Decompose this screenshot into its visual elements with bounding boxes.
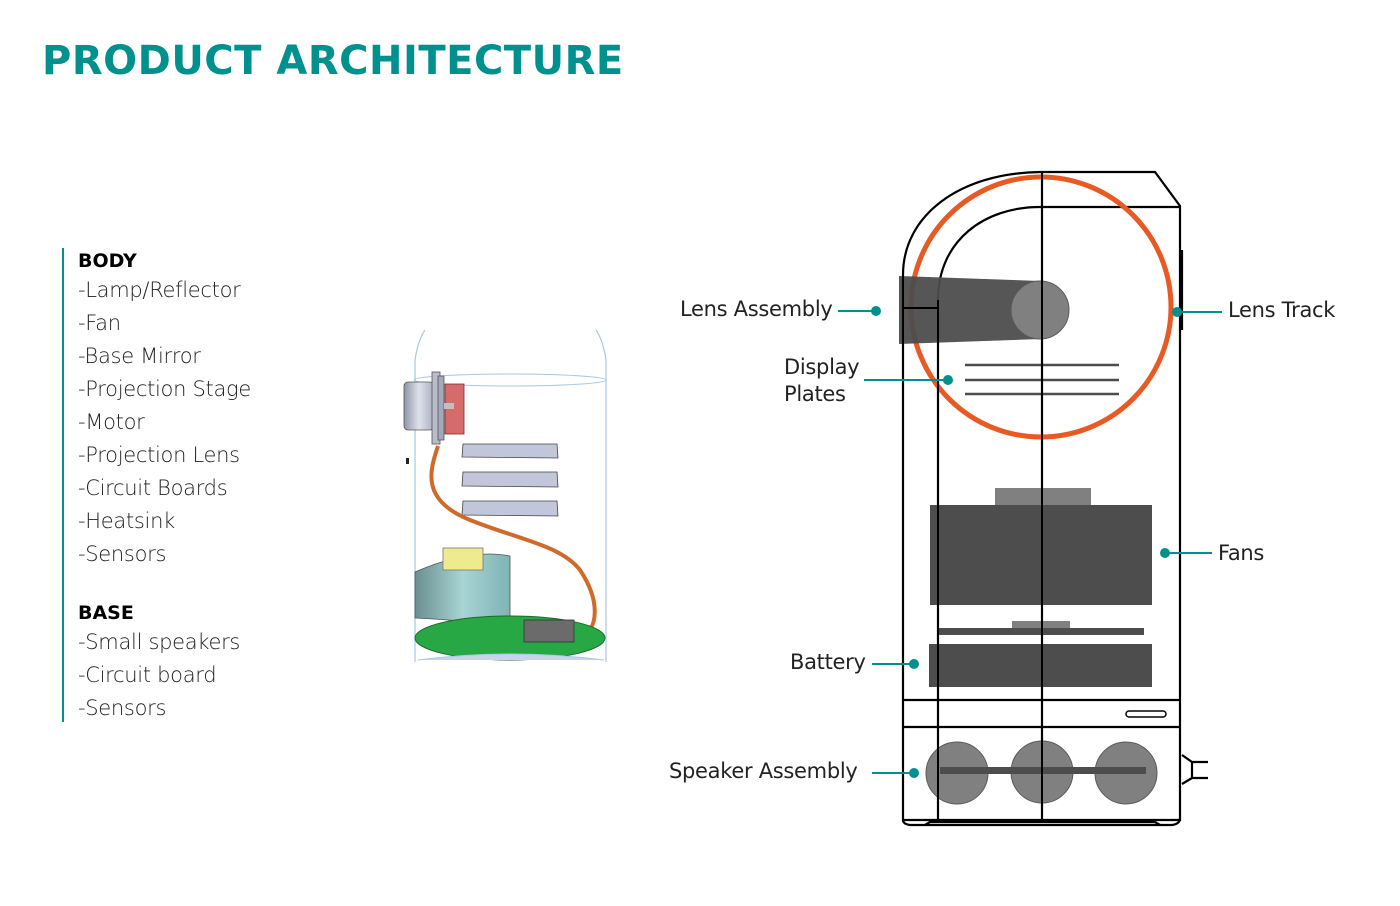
list-item: -Small speakers — [78, 630, 241, 654]
callout-dot-lens-assembly — [871, 306, 881, 316]
label-speaker-assembly: Speaker Assembly — [669, 759, 858, 783]
label-lens-track: Lens Track — [1228, 298, 1336, 322]
callout-dot-lens-track — [1172, 307, 1182, 317]
list-item: -Heatsink — [78, 509, 175, 533]
list-item: -Circuit board — [78, 663, 217, 687]
battery-shape — [929, 644, 1152, 687]
list-item: -Motor — [78, 410, 145, 434]
list-item: -Circuit Boards — [78, 476, 228, 500]
list-item: -Projection Lens — [78, 443, 240, 467]
list-item: -Sensors — [78, 696, 167, 720]
page-title: PRODUCT ARCHITECTURE — [42, 38, 624, 84]
base-section: BASE -Small speakers -Circuit board -Sen… — [78, 600, 251, 725]
component-list: BODY -Lamp/Reflector -Fan -Base Mirror -… — [62, 248, 251, 722]
circuit-board-render — [414, 615, 606, 661]
lens-assembly-shape — [899, 276, 1070, 344]
callout-dot-fans — [1160, 548, 1170, 558]
display-plates-render — [461, 443, 559, 517]
glass-enclosure — [413, 329, 607, 662]
label-battery: Battery — [790, 650, 866, 674]
callout-dot-battery — [909, 659, 919, 669]
body-section: BODY -Lamp/Reflector -Fan -Base Mirror -… — [78, 248, 251, 571]
label-display-plates-line2: Plates — [784, 382, 846, 406]
callout-dot-display-plates — [943, 375, 953, 385]
list-item: -Fan — [78, 311, 121, 335]
label-lens-assembly: Lens Assembly — [680, 297, 833, 321]
slot-indicator — [1125, 710, 1167, 718]
list-item: -Sensors — [78, 542, 167, 566]
callout-dot-speaker-assembly — [909, 768, 919, 778]
lamp-motor-part — [403, 371, 465, 464]
body-heading: BODY — [78, 250, 137, 272]
list-item: -Base Mirror — [78, 344, 201, 368]
ribbon-cable — [429, 445, 597, 642]
list-item: -Projection Stage — [78, 377, 251, 401]
label-display-plates-line1: Display — [784, 355, 860, 379]
fan-render — [414, 547, 511, 629]
list-item: -Lamp/Reflector — [78, 278, 241, 302]
circuit-board-shape — [937, 621, 1144, 635]
base-heading: BASE — [78, 602, 134, 624]
label-fans: Fans — [1218, 541, 1265, 565]
